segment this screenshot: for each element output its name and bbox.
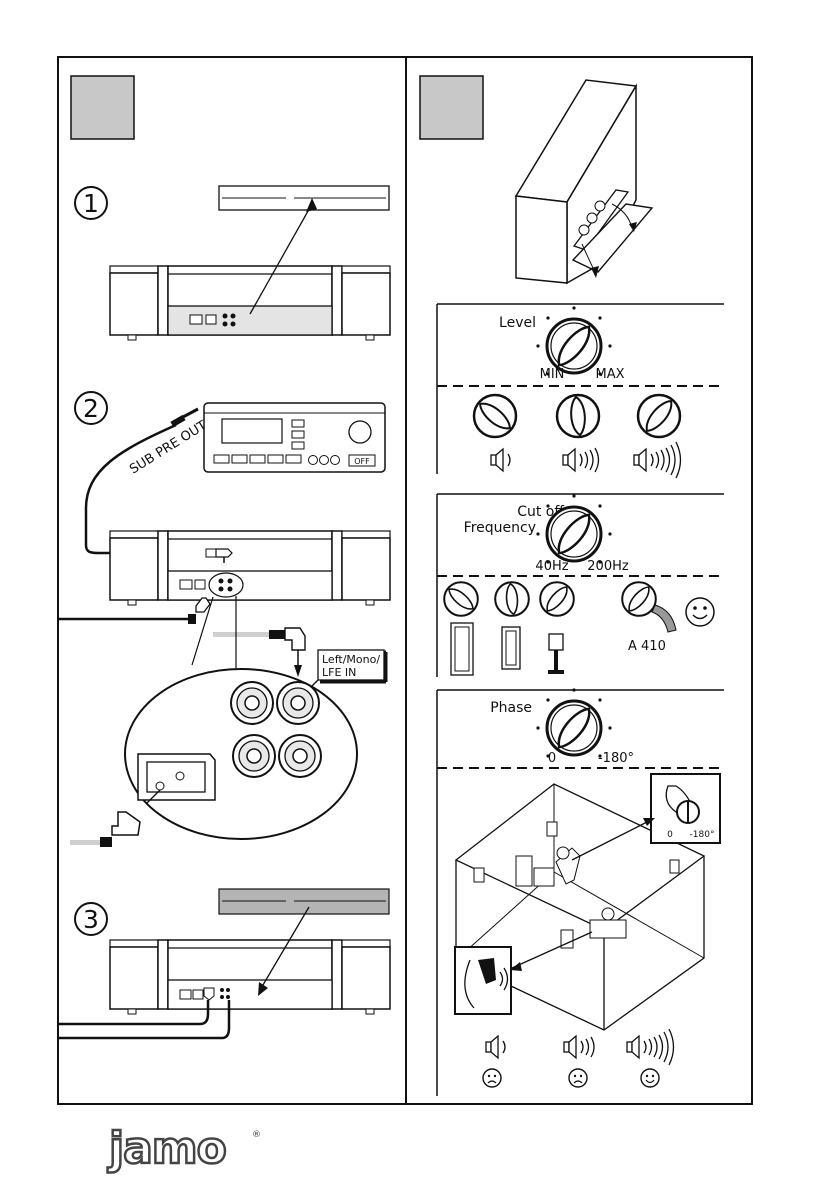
jamo-logo: jamo ® — [107, 1123, 261, 1174]
listener-ear-box — [455, 947, 511, 1014]
floor-speaker-small-icon — [502, 627, 520, 669]
subwoofer-front-3 — [110, 940, 390, 1014]
sub-pre-out-label: SUB PRE OUT — [127, 418, 209, 477]
phase-inset-max: -180° — [690, 830, 715, 840]
floor-speaker-tall-icon — [451, 623, 473, 675]
phase-min-label: 0 — [548, 751, 556, 766]
lfe-in-line2: LFE IN — [322, 666, 356, 679]
speaker-medium-icon — [563, 448, 599, 472]
speaker-quiet-icon — [491, 449, 510, 471]
panel-marker-box-left — [71, 76, 134, 139]
svg-text:jamo: jamo — [107, 1123, 226, 1174]
speaker-loud-icon — [634, 442, 681, 478]
receiver-amplifier: OFF — [204, 403, 385, 472]
bottom-edge — [0, 1186, 130, 1192]
level-title: Level — [499, 315, 536, 331]
receiver-off-label: OFF — [354, 457, 370, 466]
rotation-arc-icon — [652, 605, 676, 632]
happy-face-icon-2 — [641, 1069, 659, 1087]
subwoofer-cabinet-rear — [516, 80, 652, 283]
cutoff-title-line2: Frequency — [464, 520, 536, 536]
subwoofer-front-2 — [110, 531, 390, 605]
lfe-in-line1: Left/Mono/ — [322, 653, 380, 666]
phase-speaker-medium-icon — [564, 1036, 594, 1058]
stand-speaker-icon — [548, 634, 564, 674]
cutoff-setting-a410-icon — [615, 575, 663, 623]
step-2-number: 2 — [83, 394, 99, 423]
step-1-detail-strip — [219, 186, 389, 210]
cutoff-section: Cut off Frequency 40Hz 200Hz — [437, 494, 724, 677]
cutoff-model-label: A 410 — [628, 639, 666, 654]
phase-title: Phase — [490, 700, 532, 716]
level-max-label: MAX — [595, 367, 624, 382]
cutoff-setting-low-icon — [437, 575, 485, 623]
cutoff-max-label: 200Hz — [587, 559, 629, 574]
phase-speaker-loud-icon — [627, 1029, 674, 1065]
step-1-number: 1 — [83, 189, 99, 218]
ear-leader — [512, 932, 592, 968]
level-setting-max-icon — [629, 386, 688, 445]
inset-leader — [572, 820, 651, 860]
step-3-detail-strip — [219, 889, 389, 914]
phase-section: Phase 0 -180° — [437, 688, 724, 1096]
cutoff-setting-mid-icon — [495, 582, 529, 616]
phase-inset-box: 0 -180° — [651, 774, 720, 843]
cutoff-min-label: 40Hz — [535, 559, 568, 574]
panel-marker-box-right — [420, 76, 483, 139]
sad-face-icon-2 — [569, 1069, 587, 1087]
cutoff-setting-high-icon — [533, 575, 581, 623]
level-setting-mid-icon — [557, 395, 599, 437]
level-section: Level MIN MAX — [437, 304, 724, 478]
step-3-number: 3 — [83, 905, 99, 934]
lfe-in-callout-box: Left/Mono/ LFE IN — [318, 650, 386, 682]
level-min-label: MIN — [540, 367, 565, 382]
happy-face-icon — [686, 598, 714, 626]
sad-face-icon-1 — [483, 1069, 501, 1087]
svg-text:®: ® — [252, 1130, 261, 1140]
phase-inset-min: 0 — [667, 830, 673, 840]
phase-speaker-quiet-icon — [486, 1036, 505, 1058]
phase-max-label: -180° — [598, 751, 634, 766]
subwoofer-front-1 — [110, 266, 390, 340]
level-setting-min-icon — [465, 386, 524, 445]
